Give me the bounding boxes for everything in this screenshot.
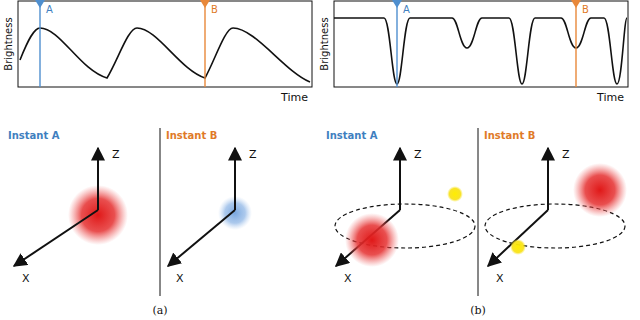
light-curve [334, 18, 627, 84]
z-axis [547, 148, 549, 210]
marker-label: B [582, 5, 589, 15]
axis-label: X [496, 273, 504, 284]
subfigure-caption: (a) [152, 305, 167, 316]
panel-title: Instant B [166, 131, 217, 141]
z-axis [97, 148, 99, 210]
plot-frame [334, 1, 628, 87]
x-axis [168, 210, 235, 266]
axis-label: Z [112, 149, 120, 160]
axis-label: X [344, 273, 352, 284]
axis-label: X [176, 273, 184, 284]
panel-separator [160, 128, 161, 296]
z-axis [234, 148, 236, 210]
marker-triangle [392, 0, 402, 8]
x-axis [14, 210, 98, 266]
marker-label: A [46, 5, 53, 15]
star-sphere [573, 163, 627, 217]
instant-marker [204, 1, 205, 87]
x-axis [336, 210, 400, 266]
axis-label: Z [562, 149, 570, 160]
panel-title: Instant A [326, 131, 377, 141]
companion-star [510, 239, 526, 255]
axis-label: X [22, 273, 30, 284]
panel-title: Instant A [8, 131, 59, 141]
plot-frame [18, 1, 312, 87]
instant-marker [39, 1, 40, 87]
axis-label: Z [249, 149, 257, 160]
z-axis [399, 148, 401, 210]
axis-label: Z [414, 149, 422, 160]
axis-title: Brightness [320, 17, 330, 70]
marker-triangle [35, 0, 45, 8]
light-curve [20, 28, 310, 82]
panel-title: Instant B [484, 131, 535, 141]
instant-marker [575, 1, 576, 87]
instant-marker [396, 1, 397, 87]
subfigure-caption: (b) [470, 305, 486, 316]
axis-title: Time [281, 92, 308, 103]
panel-separator [478, 128, 479, 296]
marker-triangle [200, 0, 210, 8]
marker-triangle [571, 0, 581, 8]
marker-label: A [403, 5, 410, 15]
x-axis [488, 210, 548, 266]
axis-title: Time [597, 92, 624, 103]
companion-star [447, 186, 463, 202]
axis-title: Brightness [4, 17, 14, 70]
star-sphere [345, 213, 399, 267]
marker-label: B [211, 5, 218, 15]
